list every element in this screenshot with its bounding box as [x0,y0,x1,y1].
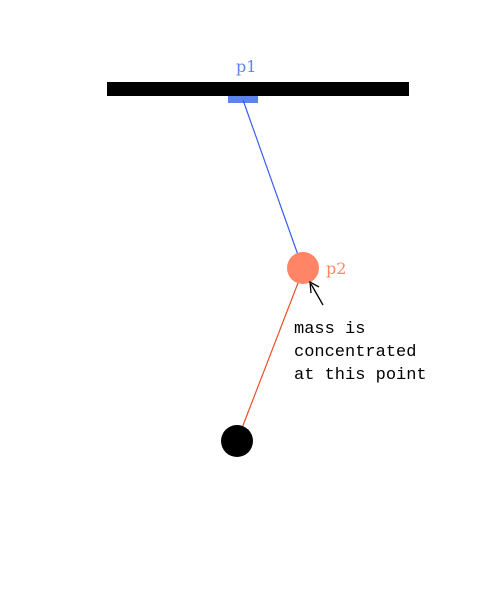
pivot-p1-plate [228,96,258,103]
annotation-line-3: at this point [294,366,427,385]
annotation-line-1: mass is [294,320,365,339]
p2-mass [287,252,319,284]
upper-rod [242,99,299,256]
pendulum-bob [221,425,253,457]
p1-label: p1 [236,57,256,76]
support-bar [107,82,409,96]
lower-rod [241,282,299,429]
annotation-line-2: concentrated [294,343,416,362]
annotation-arrow [309,280,324,306]
p2-label: p2 [326,259,346,278]
